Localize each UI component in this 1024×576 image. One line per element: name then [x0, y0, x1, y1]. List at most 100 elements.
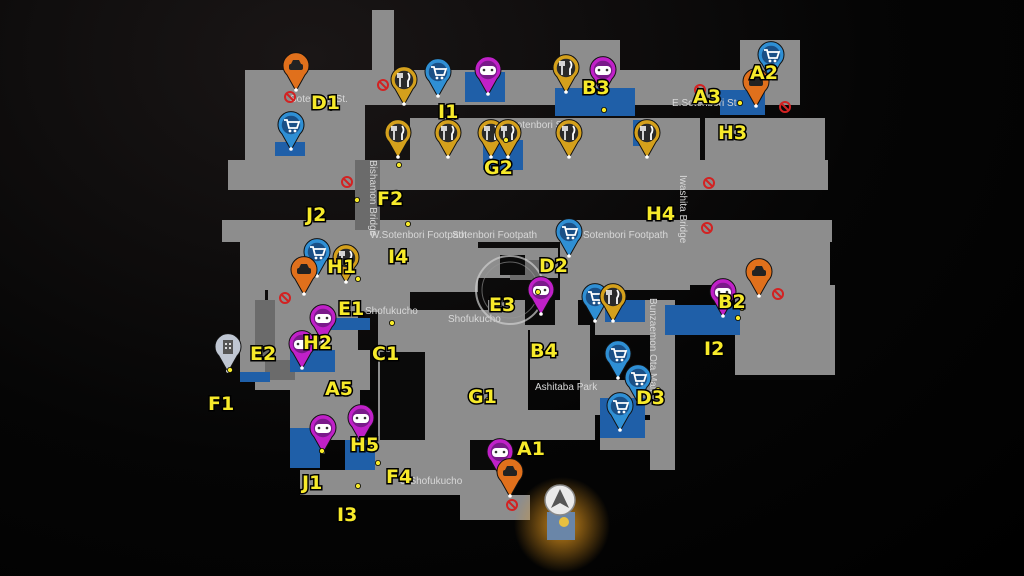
street-label: Sotenbori Footpath [452, 230, 537, 241]
blue-zone [345, 440, 375, 470]
shop-icon[interactable] [277, 111, 305, 152]
location-j1[interactable]: J1 [299, 447, 325, 496]
shop-icon[interactable] [624, 364, 652, 405]
food-icon[interactable] [633, 119, 661, 160]
map-block [245, 70, 800, 105]
location-a5[interactable]: A5 [324, 377, 355, 402]
location-i4[interactable]: I4 [387, 220, 411, 270]
location-code-label: C1 [372, 343, 399, 365]
location-code-label: E1 [338, 298, 364, 320]
street-label: W.Sotenbori Footpath [370, 230, 467, 241]
street-label: Sotenbori St [510, 120, 565, 131]
game-icon[interactable] [309, 414, 337, 455]
street-label: E.Sotenbori St [672, 98, 737, 109]
street-label: S Shofukucho [400, 476, 463, 487]
map-gap [500, 255, 525, 275]
food-icon[interactable] [384, 119, 412, 160]
shop-icon[interactable] [604, 340, 632, 381]
location-h1[interactable]: H1 [326, 255, 358, 280]
blue-zone [555, 88, 635, 116]
location-code-label: H1 [327, 256, 356, 278]
shop-icon[interactable] [757, 41, 785, 82]
game-icon[interactable] [309, 304, 337, 345]
location-h5[interactable]: H5 [349, 433, 381, 458]
location-code-label: H2 [303, 332, 332, 354]
location-d1[interactable]: D1 [310, 91, 342, 116]
location-i2[interactable]: I2 [703, 314, 742, 362]
location-f2[interactable]: F2 [376, 161, 405, 212]
location-j2[interactable]: J2 [303, 196, 360, 228]
taxi-icon[interactable] [745, 258, 773, 299]
game-icon[interactable] [589, 56, 617, 97]
street-label: Sotenbori St. [290, 94, 348, 105]
location-code-label: D1 [311, 92, 340, 114]
location-e1[interactable]: E1 [337, 275, 366, 322]
map-block [530, 325, 590, 380]
hotel-icon[interactable] [214, 333, 242, 374]
location-c1[interactable]: C1 [371, 319, 401, 367]
location-e2[interactable]: E2 [249, 342, 278, 367]
shop-icon[interactable] [606, 392, 634, 433]
map-block [372, 10, 394, 70]
game-icon[interactable] [709, 278, 737, 319]
food-icon[interactable] [552, 54, 580, 95]
game-icon[interactable] [347, 404, 375, 445]
location-i1[interactable]: I1 [437, 100, 460, 125]
location-g2[interactable]: G2 [483, 136, 514, 181]
no-entry-markers [279, 79, 791, 511]
location-code-label: A2 [750, 62, 778, 84]
game-icon[interactable] [486, 438, 514, 479]
food-icon[interactable] [390, 66, 418, 107]
no-entry-icon [779, 101, 791, 113]
location-b2[interactable]: B2 [717, 290, 748, 315]
location-code-label: A3 [693, 86, 721, 108]
location-b4[interactable]: B4 [529, 339, 560, 364]
street-label: Ashitaba Park [535, 382, 598, 393]
location-h3[interactable]: H3 [717, 100, 749, 146]
no-entry-icon [279, 292, 291, 304]
map-block [368, 242, 478, 292]
food-icon[interactable] [555, 119, 583, 160]
map-block [600, 240, 690, 290]
location-code-label: J1 [300, 472, 322, 494]
location-a2[interactable]: A2 [749, 61, 780, 86]
taxi-icon[interactable] [290, 256, 318, 297]
location-i3[interactable]: I3 [336, 482, 361, 528]
location-a1[interactable]: A1 [516, 437, 547, 462]
shop-icon[interactable] [424, 58, 452, 99]
location-d3[interactable]: D3 [635, 386, 667, 411]
blue-zone [330, 318, 370, 330]
location-b3[interactable]: B3 [581, 76, 611, 114]
location-a3[interactable]: A3 [692, 85, 723, 110]
street-label: Sotenbori Footpath [583, 230, 668, 241]
shop-icon[interactable] [303, 238, 331, 279]
location-code-label: I1 [438, 101, 458, 123]
location-f1[interactable]: F1 [207, 366, 236, 417]
location-code-label: I4 [388, 246, 408, 268]
location-h4[interactable]: H4 [645, 202, 677, 227]
location-code-label: F2 [377, 188, 403, 210]
game-icon[interactable] [527, 276, 555, 317]
location-d2[interactable]: D2 [538, 254, 570, 279]
no-entry-icon [703, 177, 715, 189]
location-e3[interactable]: E3 [488, 288, 542, 318]
location-g1[interactable]: G1 [467, 385, 499, 410]
taxi-icon[interactable] [282, 52, 310, 93]
location-code-label: F1 [208, 393, 234, 415]
location-f4[interactable]: F4 [374, 459, 414, 490]
game-icon[interactable] [288, 330, 316, 371]
location-code-label: A5 [325, 378, 353, 400]
street-label: Shofukucho [365, 306, 418, 317]
food-icon[interactable] [599, 283, 627, 324]
game-icon[interactable] [474, 56, 502, 97]
no-entry-icon [772, 288, 784, 300]
food-icon[interactable] [434, 119, 462, 160]
shop-icon[interactable] [555, 218, 583, 259]
location-h2[interactable]: H2 [302, 331, 334, 356]
location-code-label: E2 [250, 343, 276, 365]
map-gap [380, 352, 425, 440]
taxi-icon[interactable] [496, 458, 524, 499]
taxi-icon[interactable] [742, 68, 770, 109]
